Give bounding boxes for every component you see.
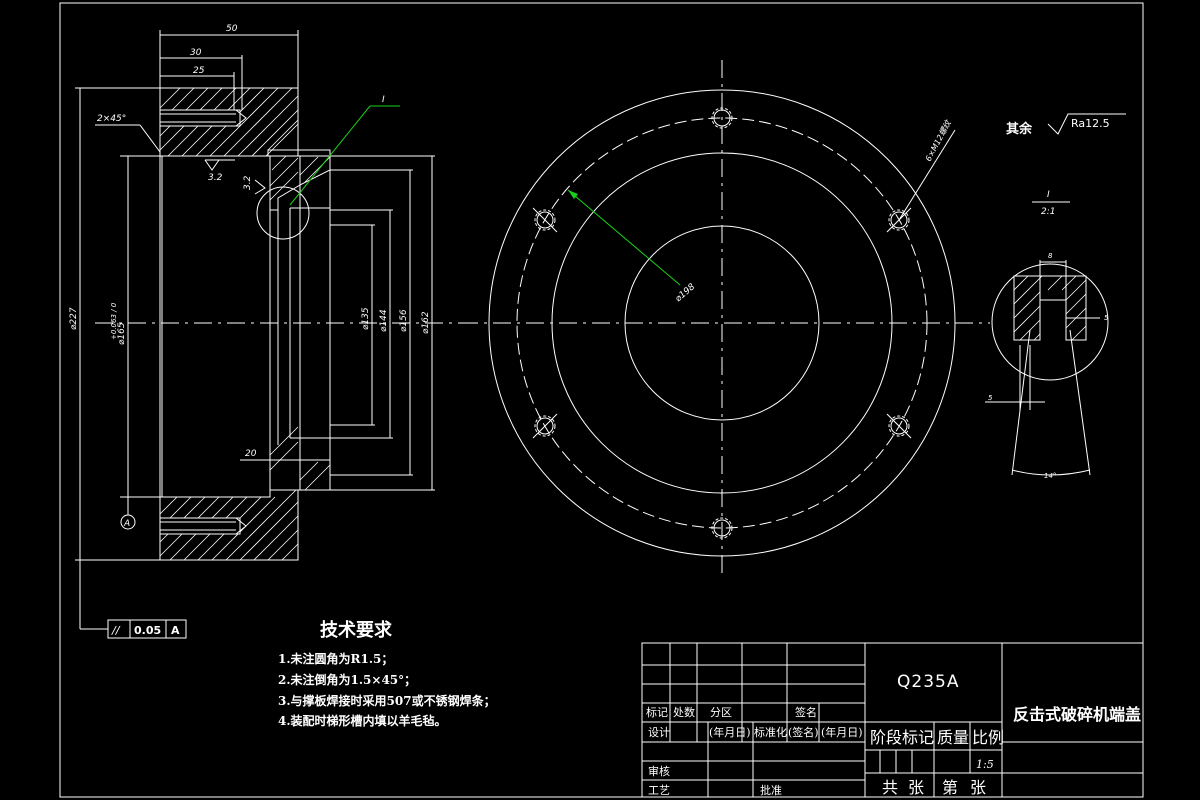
technical-requirements: 技术要求 1.未注圆角为R1.5； 2.未注倒角为1.5×45°； 3.与撑板焊… [278,619,496,728]
tb-sheets: 张 [908,778,924,797]
tech-req-3: 3.与撑板焊接时采用507或不锈钢焊条； [278,693,496,708]
detail-callout-circle [256,186,310,240]
material: Q235A [897,672,959,692]
tb-total: 共 [882,778,898,797]
outer-circle [488,89,956,557]
detail-callout-label: I [382,95,385,105]
tech-req-4: 4.装配时梯形槽内填以羊毛毡。 [278,713,447,728]
detail-dim-8: 8 [1048,252,1053,260]
detail-circle [991,263,1109,381]
dia-162: ⌀162 [421,311,431,334]
dim-25: 25 [193,66,205,76]
pcd-label: ⌀198 [674,282,698,304]
tb-design: 设计 [648,726,670,739]
tech-req-2: 2.未注倒角为1.5×45°； [278,672,416,687]
drawing-frame [59,2,1144,798]
detail-dim-5-left: 5 [988,394,993,402]
tb-sheet: 张 [970,778,986,797]
tol-value: 0.05 [134,624,161,637]
tb-label-sign: 签名 [795,705,817,719]
hatch-bottom [159,489,299,561]
tech-req-heading: 技术要求 [320,619,393,641]
dim-50: 50 [226,24,238,34]
tb-review: 审核 [648,764,670,778]
front-view: ⌀198 6×M12螺纹 [460,60,990,575]
tb-no: 第 [942,778,958,797]
datum-a-label: A [123,519,130,529]
roughness-rest-label: 其余 [1006,121,1033,137]
hatch-top [159,87,299,157]
dim-20: 20 [245,449,257,459]
tb-stage-mark: 阶段标记 [870,728,934,747]
tolerance-frame: // 0.05 A [107,619,187,639]
tb-approve: 批准 [760,783,782,797]
detail-dim-5-right: 5 [1104,314,1109,322]
dim-30: 30 [190,48,202,58]
tb-signature-date: (年月日) [821,725,863,739]
detail-scale: 2:1 [1041,207,1055,217]
tb-label-zone: 分区 [710,706,732,719]
pcd-circle [516,117,928,529]
tol-datum: A [171,624,180,637]
tb-ratio: 比例 [972,728,1004,747]
tb-label-count: 处数 [673,706,695,719]
mid-circle [551,152,893,494]
roughness-rest: 其余 Ra12.5 [1006,113,1126,137]
dia-135: ⌀135 [361,307,371,330]
tb-scale-value: 1:5 [976,758,994,771]
detail-view: I 2:1 8 5 5 14° [985,190,1109,480]
tb-signature: (签名) [788,725,819,739]
roughness-rest-value: Ra12.5 [1071,117,1110,130]
drawing-title: 反击式破碎机端盖 [1013,705,1141,724]
tb-design-date: (年月日) [709,725,751,739]
tech-req-1: 1.未注圆角为R1.5； [278,651,393,666]
datum-a-circle [120,514,136,530]
title-block: Q235A 反击式破碎机端盖 标记 处数 分区 签名 设计 (年月日) 标准化 … [641,642,1144,798]
detail-angle: 14° [1044,472,1056,480]
dia-bore: ⌀165 [117,322,127,345]
inner-circle [624,225,820,421]
hatch-boss [268,149,331,491]
tol-symbol: // [111,624,121,637]
tb-standardize: 标准化 [754,725,787,739]
tb-label-mark: 标记 [646,705,668,719]
section-view: 50 30 25 2×45° 3.2 3.2 ⌀227 ⌀165 +0.063 … [69,24,470,630]
chamfer-note: 2×45° [97,114,126,124]
bolt-holes [532,107,912,539]
tb-weight: 质量 [937,728,969,747]
dia-bore-tol: +0.063 / 0 [110,302,118,340]
detail-label: I [1047,190,1050,200]
dia-156: ⌀156 [399,309,409,332]
roughness-2: 3.2 [243,175,253,190]
dia-144: ⌀144 [379,309,389,332]
roughness-1: 3.2 [208,173,223,183]
dia-outer: ⌀227 [69,307,79,330]
tb-craft: 工艺 [648,784,670,797]
